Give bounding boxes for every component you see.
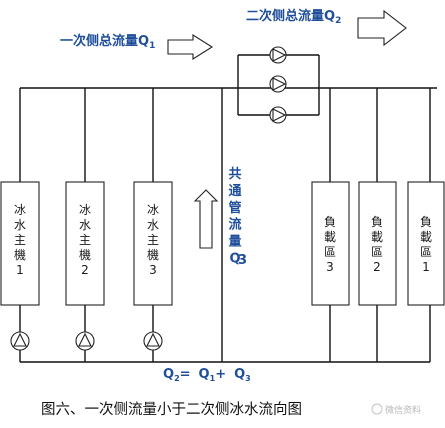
primary-flow-label: 一次侧总流量Q1 — [60, 33, 155, 51]
secondary-pump-icon — [269, 106, 287, 124]
primary-pump-icon — [75, 331, 95, 351]
secondary-flow-arrow — [357, 9, 407, 47]
secondary-pump-icon — [269, 75, 287, 93]
primary-pump-icon — [10, 331, 30, 351]
secondary-flow-label: 二次侧总流量Q2 — [246, 8, 341, 26]
common-flow-sub: 3 — [238, 253, 247, 268]
primary-flow-arrow — [167, 34, 214, 60]
primary-pump-icon — [143, 331, 163, 351]
secondary-pump-icon — [269, 46, 287, 64]
figure-caption: 图六、一次侧流量小于二次侧冰水流向图 — [41, 401, 302, 418]
common-flow-arrow — [193, 189, 219, 249]
watermark: 微信资料 — [371, 403, 421, 416]
watermark-text: 微信资料 — [385, 404, 421, 416]
flow-equation: Q2=Q1+Q3 — [163, 367, 251, 383]
